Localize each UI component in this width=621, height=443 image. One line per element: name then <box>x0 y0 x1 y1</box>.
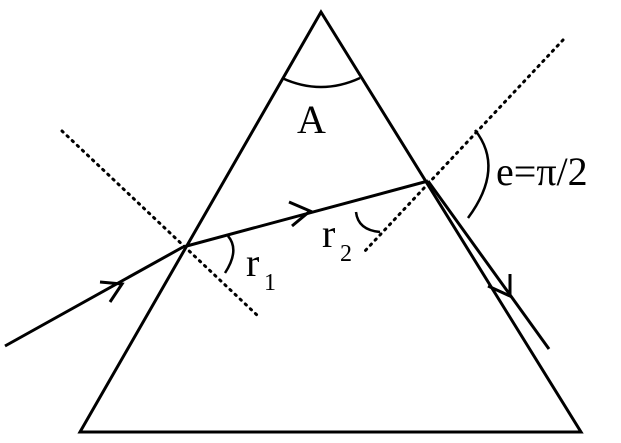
emergent-ray-arrowhead <box>487 274 512 299</box>
emergent-ray <box>426 180 551 350</box>
r1-angle-arc <box>223 235 235 274</box>
emergence-angle-arc <box>466 129 490 219</box>
refracted-ray-arrowhead <box>288 200 313 228</box>
r2-angle-arc <box>354 211 381 234</box>
apex-angle-arc <box>281 76 361 89</box>
emergence-angle-label: e=π/2 <box>496 149 588 194</box>
r2-label: r <box>322 211 335 256</box>
r2-subscript: 2 <box>340 241 352 267</box>
incident-ray <box>4 245 184 348</box>
normal-line-second-face <box>362 38 565 254</box>
r1-subscript: 1 <box>264 270 276 296</box>
incident-ray-arrowhead <box>99 280 125 303</box>
normal-line-first-face <box>60 129 260 318</box>
apex-angle-label: A <box>297 97 326 142</box>
r1-label: r <box>246 240 259 285</box>
prism-triangle <box>77 9 584 434</box>
